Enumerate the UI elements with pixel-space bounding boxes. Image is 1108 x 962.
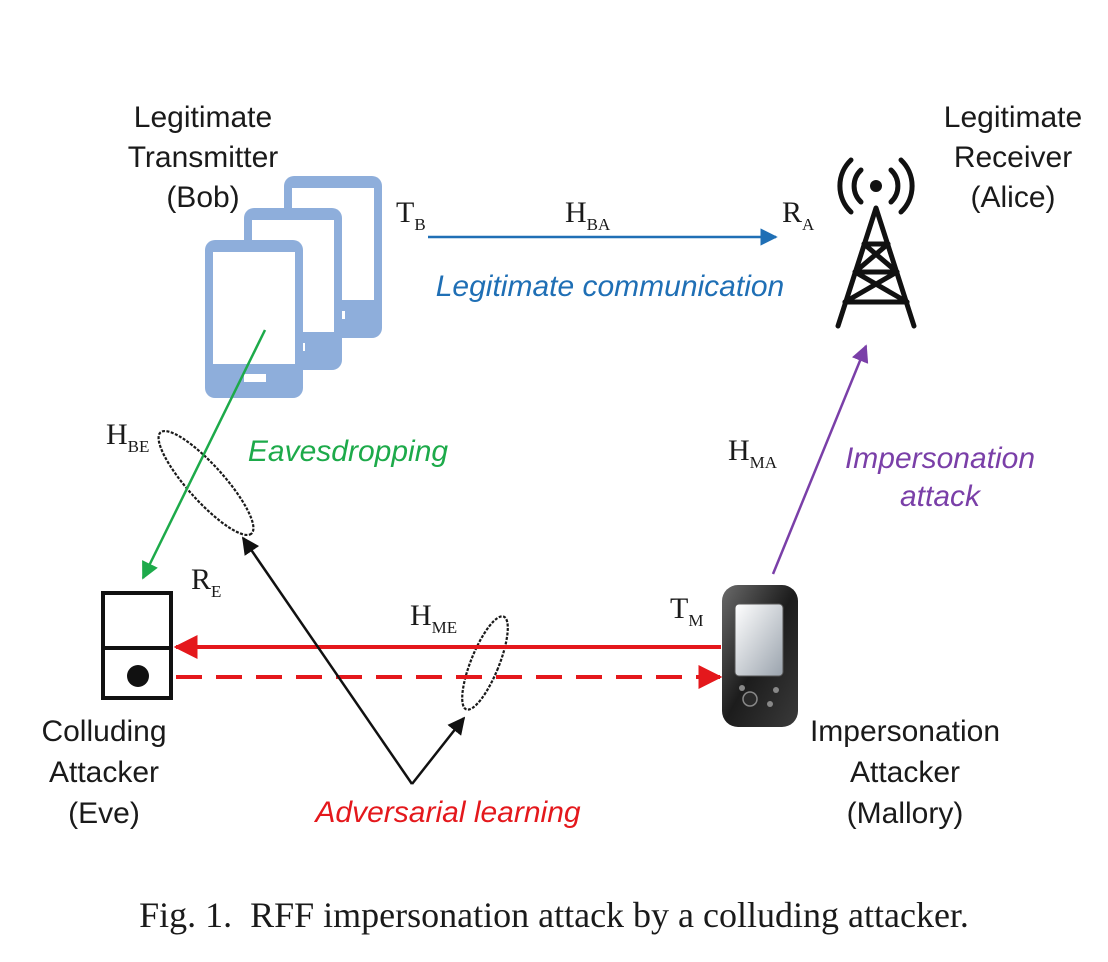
svg-text:Attacker: Attacker — [850, 756, 960, 789]
symbol-t-m: TM — [670, 592, 703, 630]
svg-text:Impersonation: Impersonation — [810, 715, 1000, 748]
mallory-label: Impersonation Attacker (Mallory) — [810, 715, 1000, 830]
arrow-adversarial-to-be — [241, 536, 414, 785]
bob-label: Legitimate Transmitter (Bob) — [128, 101, 279, 214]
legitimate-communication-label: Legitimate communication — [436, 270, 785, 303]
svg-text:Colluding: Colluding — [41, 715, 166, 748]
figure-caption: Fig. 1. RFF impersonation attack by a co… — [139, 895, 969, 935]
svg-text:(Eve): (Eve) — [68, 797, 140, 830]
phone-stack-icon — [205, 176, 382, 398]
channel-ellipse-icon — [157, 429, 509, 711]
svg-text:Legitimate: Legitimate — [944, 101, 1082, 134]
arrow-eavesdropping — [141, 329, 267, 580]
impersonation-attack-label: Impersonation attack — [845, 442, 1035, 513]
channel-ellipse-me — [461, 615, 509, 711]
arrow-impersonation-attack — [771, 344, 869, 575]
alice-label: Legitimate Receiver (Alice) — [944, 101, 1082, 214]
symbol-h-ba: HBA — [565, 196, 611, 234]
svg-text:Attacker: Attacker — [49, 756, 159, 789]
eavesdropping-label: Eavesdropping — [248, 435, 448, 468]
svg-text:Receiver: Receiver — [954, 141, 1072, 174]
cell-tower-icon — [835, 157, 917, 329]
svg-text:(Alice): (Alice) — [970, 181, 1055, 214]
symbol-r-a: RA — [782, 196, 815, 234]
symbol-h-me: HME — [410, 599, 457, 637]
tower-antenna-dot — [870, 180, 882, 192]
symbol-h-ma: HMA — [728, 434, 778, 472]
symbol-r-e: RE — [191, 563, 221, 601]
receiver-box-icon — [101, 591, 173, 700]
svg-text:attack: attack — [900, 480, 982, 513]
phone-front — [205, 240, 303, 398]
adversarial-learning-label: Adversarial learning — [313, 796, 580, 829]
svg-text:Legitimate: Legitimate — [134, 101, 272, 134]
svg-text:(Bob): (Bob) — [166, 181, 239, 214]
handheld-device-icon — [722, 585, 798, 727]
symbol-h-be: HBE — [106, 418, 149, 456]
svg-text:(Mallory): (Mallory) — [847, 797, 964, 830]
channel-ellipse-be — [157, 429, 255, 537]
eve-label: Colluding Attacker (Eve) — [41, 715, 166, 830]
symbol-t-b: TB — [396, 196, 426, 234]
svg-text:Impersonation: Impersonation — [845, 442, 1035, 475]
svg-text:Transmitter: Transmitter — [128, 141, 279, 174]
arrow-adversarial-to-me — [411, 716, 466, 785]
